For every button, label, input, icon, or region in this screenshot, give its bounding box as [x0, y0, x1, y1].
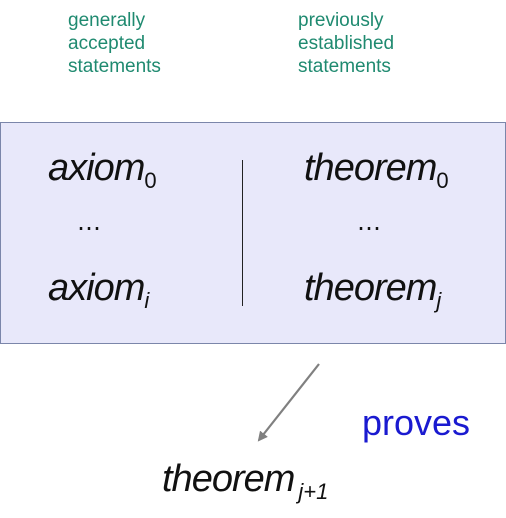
- caption-line: statements: [298, 56, 391, 77]
- arrow-line: [257, 363, 320, 442]
- ellipsis-right: …: [357, 208, 385, 236]
- theorem-base: theorem: [304, 267, 437, 309]
- theorem-j: theoremj: [304, 267, 441, 314]
- premises-box: [0, 122, 506, 344]
- theorem-subscript: j+1: [298, 479, 329, 504]
- theorem-subscript: 0: [436, 168, 449, 193]
- caption-previously-established-statements: previously established statements: [298, 9, 394, 78]
- theorem-base: theorem: [162, 458, 295, 500]
- theorem-zero: theorem0: [304, 147, 449, 194]
- theorem-base: theorem: [304, 147, 437, 189]
- divider-line: [242, 160, 243, 306]
- proves-label: proves: [362, 402, 471, 443]
- axiom-subscript: i: [144, 288, 150, 313]
- axiom-base: axiom: [48, 147, 145, 189]
- caption-line: previously: [298, 10, 384, 31]
- caption-generally-accepted-statements: generally accepted statements: [68, 9, 161, 78]
- caption-line: statements: [68, 56, 161, 77]
- caption-line: established: [298, 33, 395, 54]
- axiom-zero: axiom0: [48, 147, 157, 194]
- ellipsis-left: …: [77, 208, 105, 236]
- caption-line: accepted: [68, 33, 146, 54]
- caption-line: generally: [68, 10, 146, 31]
- theorem-subscript: j: [436, 288, 442, 313]
- axiom-base: axiom: [48, 267, 145, 309]
- axiom-subscript: 0: [144, 168, 157, 193]
- axiom-i: axiomi: [48, 267, 149, 314]
